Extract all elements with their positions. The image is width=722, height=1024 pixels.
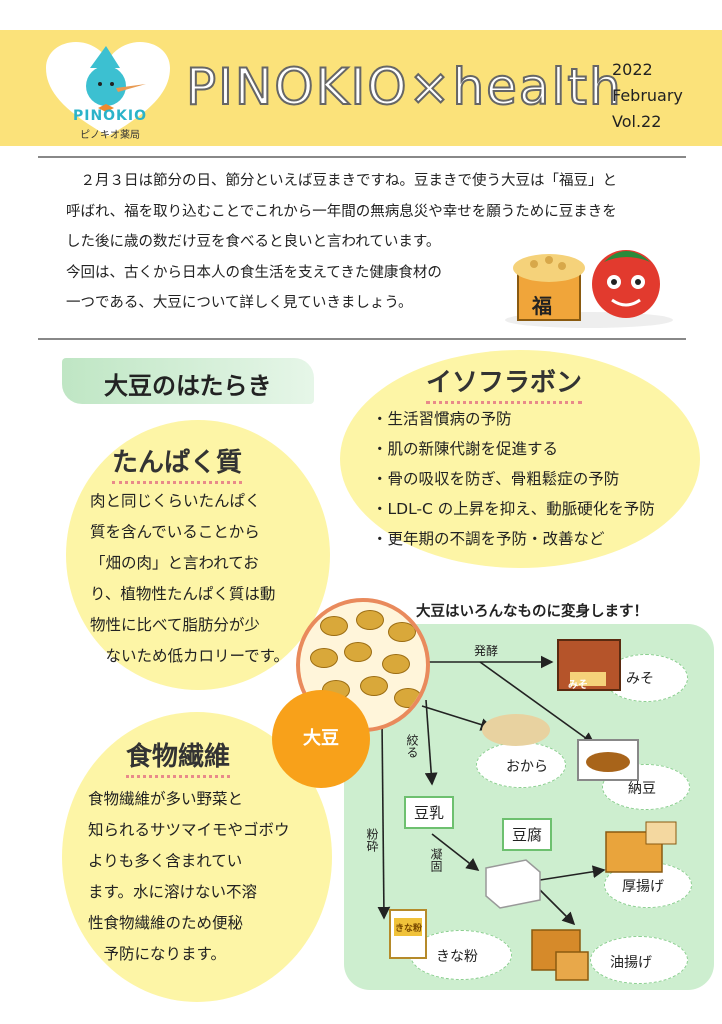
grind-label: 粉砕 <box>365 828 379 852</box>
fiber-text: 食物繊維が多い野菜と 知られるサツマイモやゴボウ よりも多く含まれてい ます。水… <box>88 784 298 970</box>
isoflavone-list: 生活習慣病の予防 肌の新陳代謝を促進する 骨の吸収を防ぎ、骨粗鬆症の予防 LDL… <box>372 404 702 554</box>
intro-line: した後に歳の数だけ豆を食べると良いと言われています。 <box>66 234 441 250</box>
issue-year: 2022 <box>612 60 653 79</box>
list-item: 骨の吸収を防ぎ、骨粗鬆症の予防 <box>372 464 702 494</box>
soybeans-closeup <box>296 598 430 732</box>
tofu-label: 豆腐 <box>502 818 553 851</box>
pinokio-logo-icon <box>46 42 170 136</box>
tofu-icon <box>485 859 541 909</box>
list-item: 肌の新陳代謝を促進する <box>372 434 702 464</box>
atsuage-label: 厚揚げ <box>622 879 664 895</box>
soymilk-label: 豆乳 <box>404 796 455 829</box>
intro-text: ２月３日は節分の日、節分といえば豆まきですね。豆まきで使う大豆は「福豆」と 呼ば… <box>66 166 674 319</box>
protein-blob <box>66 420 330 690</box>
natto-label: 納豆 <box>628 781 656 797</box>
coagulate-label: 凝固 <box>429 848 443 872</box>
text-line: 質を含んでいることから <box>90 523 260 541</box>
soybean-badge <box>272 690 370 788</box>
logo-subtext: ピノキオ薬局 <box>80 130 140 141</box>
okara-icon <box>482 714 550 746</box>
fiber-heading: 食物繊維 <box>126 736 231 778</box>
list-item: 生活習慣病の予防 <box>372 404 702 434</box>
setsubun-illustration <box>505 250 673 328</box>
issue-volume: Vol.22 <box>612 112 662 131</box>
aburaage-oval <box>590 936 688 984</box>
text-line: よりも多く含まれてい <box>88 852 243 870</box>
list-item: LDL-C の上昇を抑え、動脈硬化を予防 <box>372 494 702 524</box>
text-line: 性食物繊維のため便秘 <box>88 914 244 932</box>
text-line: 食物繊維が多い野菜と <box>88 790 244 808</box>
top-rule <box>38 156 686 158</box>
text-line: 肉と同じくらいたんぱく <box>90 492 261 510</box>
kinako-label: きな粉 <box>436 949 478 965</box>
text-line: ます。水に溶けない不溶 <box>88 883 257 901</box>
miso-package-label: みそ <box>568 680 588 691</box>
text-line: 物性に比べて脂肪分が少 <box>90 616 260 634</box>
intro-line: ２月３日は節分の日、節分といえば豆まきですね。豆まきで使う大豆は「福豆」と <box>66 173 617 189</box>
list-item: 更年期の不調を予防・改善など <box>372 524 702 554</box>
kinako-package-label: きな粉 <box>395 924 423 934</box>
protein-heading: たんぱく質 <box>112 442 243 484</box>
aburaage-label: 油揚げ <box>610 955 652 971</box>
intro-line: 一つである、大豆について詳しく見ていきましょう。 <box>66 295 413 311</box>
bottom-rule <box>38 338 686 340</box>
text-line: 知られるサツマイモやゴボウ <box>88 821 290 839</box>
protein-text: 肉と同じくらいたんぱく 質を含んでいることから 「畑の肉」と言われてお り、植物… <box>90 486 302 672</box>
soybean-label: 大豆 <box>303 728 339 749</box>
intro-line: 今回は、古くから日本人の食生活を支えてきた健康食材の <box>66 264 442 281</box>
intro-line: 呼ばれ、福を取り込むことでこれから一年間の無病息災や幸せを願うために豆まきを <box>66 203 617 220</box>
fuku-label: 福 <box>532 294 552 318</box>
isoflavone-heading: イソフラボン <box>426 362 583 404</box>
miso-icon <box>557 639 621 691</box>
issue-month: February <box>612 86 683 105</box>
okara-oval <box>476 742 566 788</box>
section-banner <box>62 358 314 404</box>
squeeze-label: 絞る <box>405 734 419 758</box>
logo-text: PINOKIO <box>72 108 148 124</box>
newsletter-title: PINOKIO×health <box>185 57 623 117</box>
text-line: 予防になります。 <box>88 945 226 963</box>
text-line: り、植物性たんぱく質は動 <box>90 585 276 603</box>
diagram-title: 大豆はいろんなものに変身します！ <box>416 604 648 620</box>
text-line: ないため低カロリーです。 <box>90 647 290 665</box>
section-heading: 大豆のはたらき <box>104 372 272 400</box>
okara-label: おから <box>506 759 548 775</box>
ferment-label: 発酵 <box>474 644 499 658</box>
miso-label: みそ <box>626 671 654 687</box>
text-line: 「畑の肉」と言われてお <box>90 554 259 572</box>
